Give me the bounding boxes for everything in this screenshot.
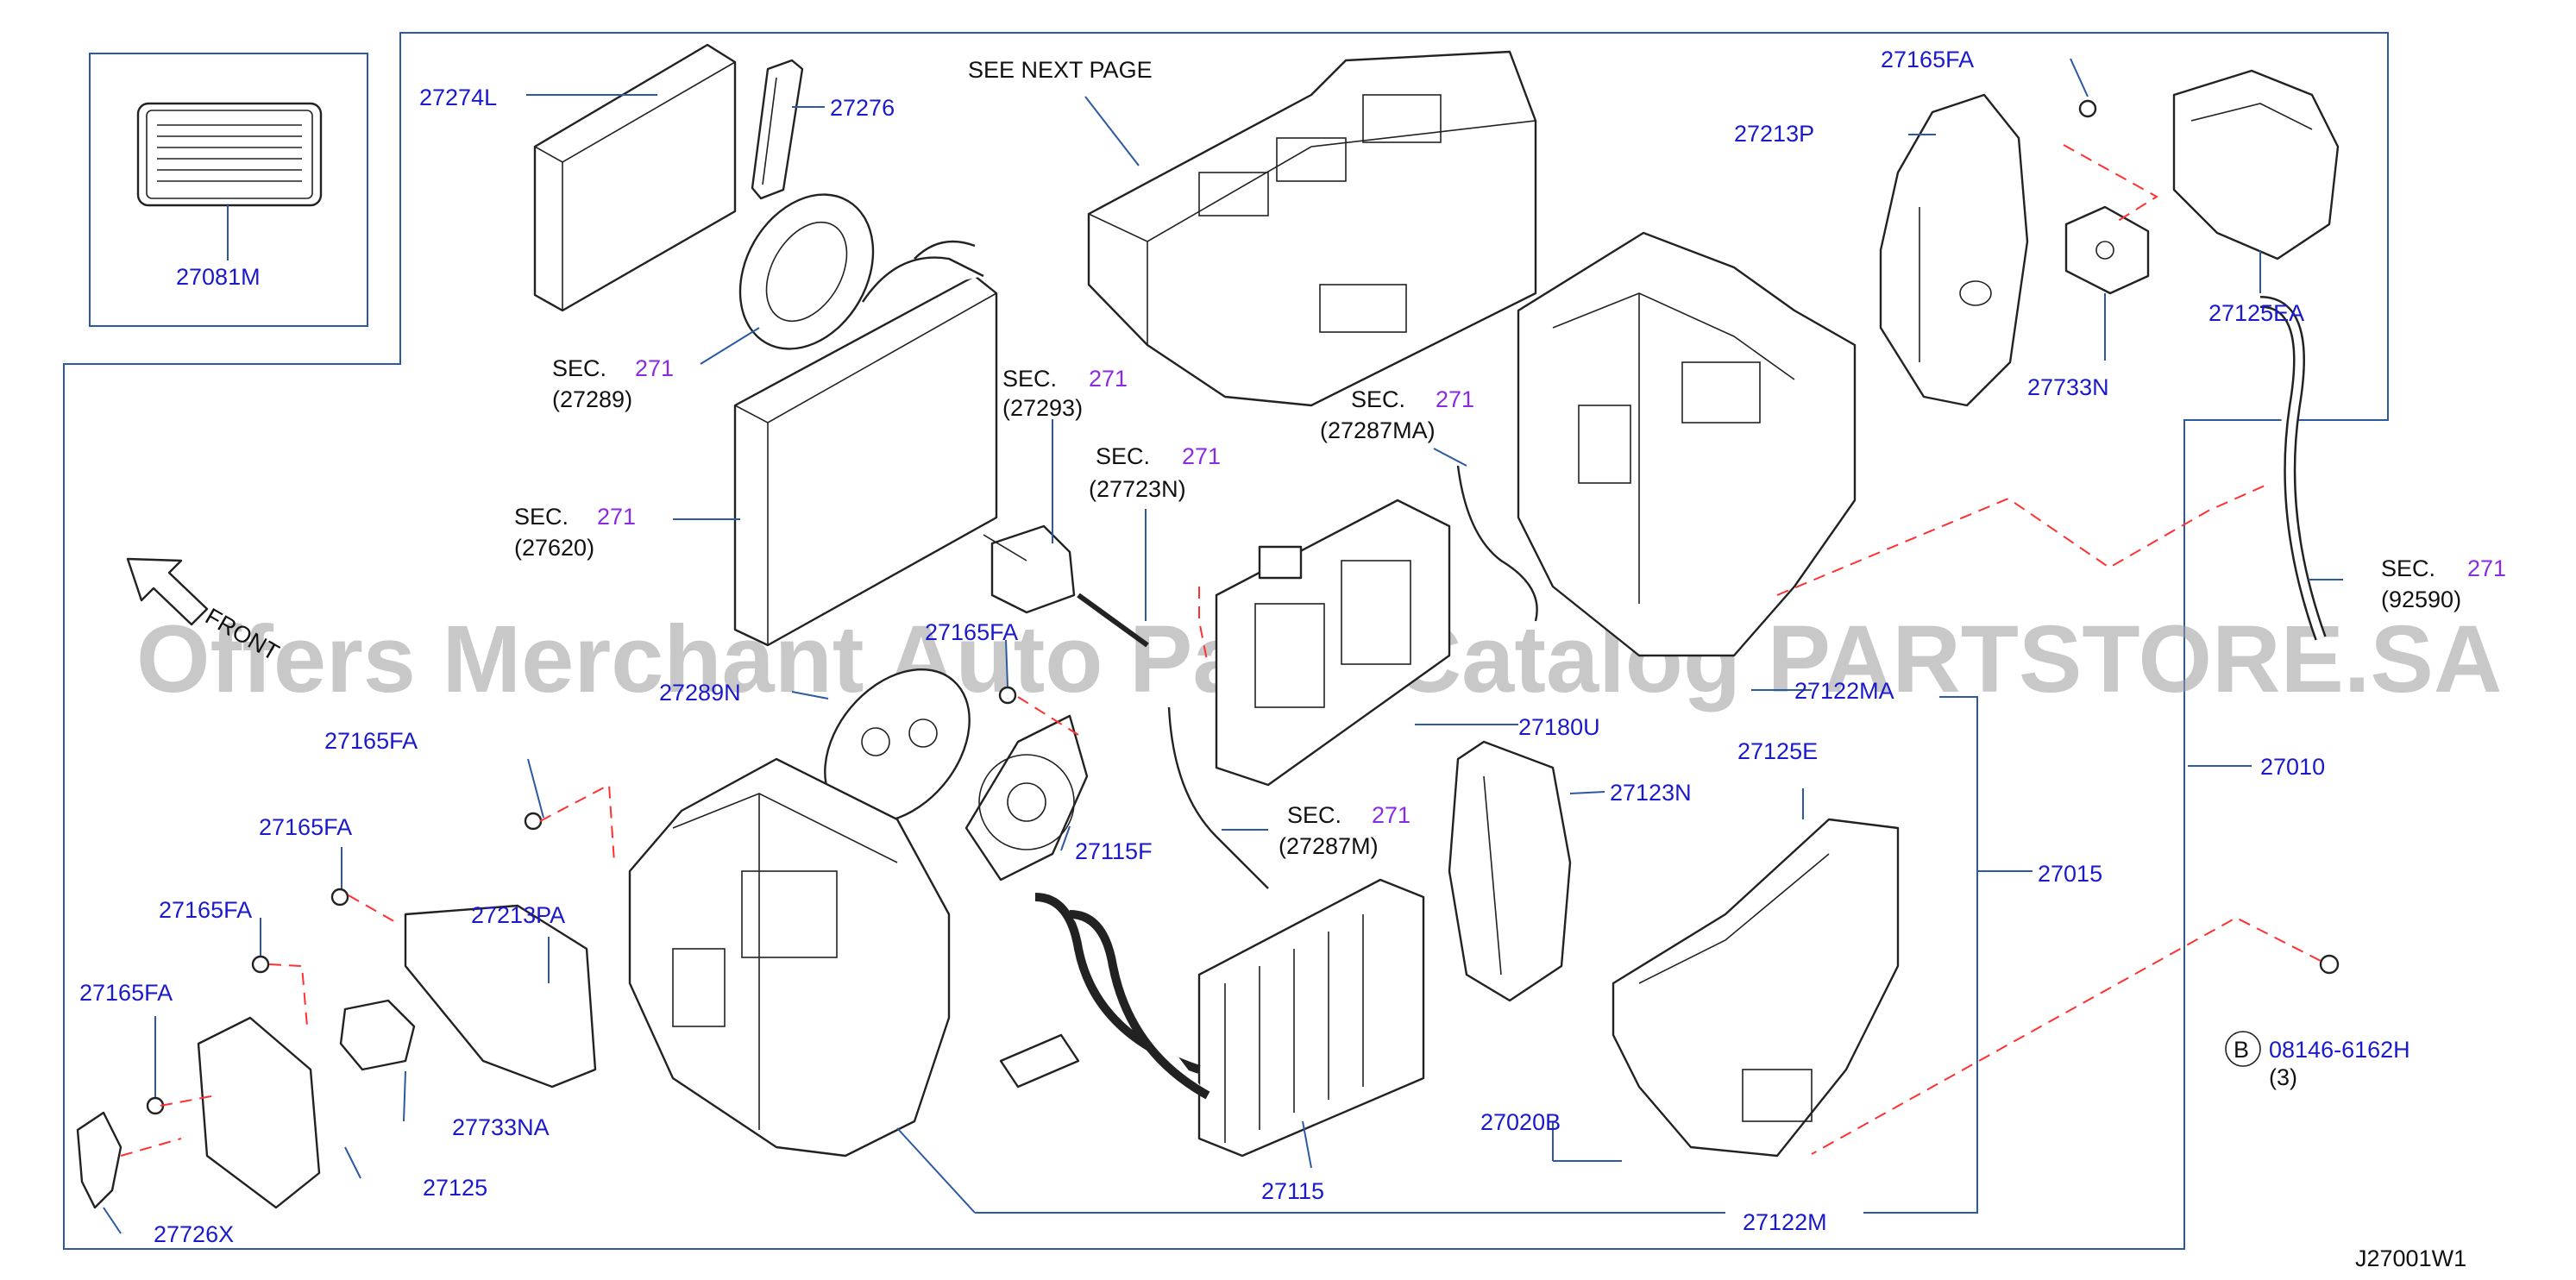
svg-text:SEC.: SEC.: [552, 355, 606, 381]
svg-text:271: 271: [2467, 555, 2506, 581]
svg-text:(27289): (27289): [552, 386, 632, 412]
sec-ref-27287M: SEC. 271 (27287M): [1279, 802, 1411, 859]
label-27081M: 27081M: [176, 264, 261, 290]
sub-frame-27015: [1863, 696, 1978, 1214]
label-27122MA: 27122MA: [1794, 678, 1894, 704]
heater-case-lower-icon: [628, 757, 951, 1158]
sec-ref-27293: SEC. 271 (27293): [1002, 366, 1128, 421]
bolt-marker: B: [2234, 1037, 2249, 1063]
svg-text:271: 271: [1372, 802, 1411, 828]
resistor-module-upper-icon: [2064, 205, 2150, 295]
svg-text:(27723N): (27723N): [1089, 476, 1186, 502]
svg-text:SEC.: SEC.: [2381, 555, 2435, 581]
svg-text:271: 271: [635, 355, 674, 381]
svg-text:(27620): (27620): [514, 535, 594, 561]
label-27274L: 27274L: [419, 85, 497, 110]
bolt-qty: (3): [2269, 1064, 2297, 1090]
label-27165FA-mid: 27165FA: [925, 619, 1018, 645]
label-27213P: 27213P: [1734, 121, 1814, 147]
svg-text:SEC.: SEC.: [1287, 802, 1341, 828]
label-27180U: 27180U: [1518, 714, 1600, 740]
front-arrow-icon: [126, 557, 209, 626]
heater-core-icon: [1034, 878, 1425, 1158]
svg-text:(27287M): (27287M): [1279, 833, 1379, 859]
label-27115: 27115: [1261, 1178, 1324, 1204]
assembly-dashed-lines: [120, 144, 2322, 1157]
label-27165FA-a: 27165FA: [324, 728, 418, 754]
heater-unit-upper-icon: [1087, 50, 1537, 407]
blower-housing-lower-icon: [404, 904, 597, 1089]
seal-ring-icon: [738, 193, 875, 350]
control-cable-lower-icon: [1167, 706, 1269, 889]
cabin-filter-icon: [136, 102, 323, 207]
label-27276: 27276: [830, 95, 895, 121]
label-27015: 27015: [2038, 861, 2102, 887]
label-27289N: 27289N: [659, 680, 741, 706]
inset-box: [89, 53, 368, 327]
label-27165FA-d: 27165FA: [79, 980, 173, 1006]
svg-text:(27293): (27293): [1002, 395, 1083, 421]
label-27125E: 27125E: [1737, 738, 1818, 764]
actuator-motor-icon: [197, 1016, 321, 1209]
label-27733N: 27733N: [2027, 374, 2109, 400]
air-duct-icon: [1448, 740, 1572, 1002]
aspirator-icon: [76, 1111, 123, 1209]
actuator-housing-lower-icon: [1612, 818, 1900, 1158]
bolt-marker-circle: [2225, 1031, 2261, 1067]
svg-text:SEC.: SEC.: [514, 504, 569, 530]
evaporator-core-icon: [733, 240, 998, 647]
svg-text:271: 271: [1089, 366, 1128, 392]
label-27115F: 27115F: [1075, 838, 1153, 864]
label-27123N: 27123N: [1610, 780, 1692, 806]
label-27125EA: 27125EA: [2208, 300, 2304, 326]
blower-housing-icon: [1879, 93, 2029, 407]
sec-ref-27287MA: SEC. 271 (27287MA): [1320, 386, 1474, 443]
actuator-housing-upper-icon: [2172, 69, 2340, 260]
svg-text:SEC.: SEC.: [1351, 386, 1405, 412]
svg-text:(27287MA): (27287MA): [1320, 417, 1436, 443]
label-27165FA-top: 27165FA: [1881, 47, 1974, 72]
temperature-probe-icon: [1077, 593, 1149, 648]
sec-ref-92590: SEC. 271 (92590): [2381, 555, 2506, 612]
filter-cover-strip-icon: [751, 59, 804, 200]
sec-ref-27723N: SEC. 271 (27723N): [1089, 443, 1221, 502]
pipe-clip-icon: [999, 1033, 1080, 1089]
diagram-code: J27001W1: [2355, 1245, 2466, 1271]
air-filter-panel-icon: [533, 43, 737, 312]
leader-lines: [103, 58, 2343, 1234]
screw-icons: [146, 99, 2340, 1115]
svg-text:SEC.: SEC.: [1002, 366, 1057, 392]
label-27726X: 27726X: [154, 1221, 234, 1247]
label-27010: 27010: [2260, 754, 2325, 780]
bolt-reference: B 08146-6162H (3): [2225, 1031, 2410, 1090]
svg-text:271: 271: [1182, 443, 1221, 469]
see-next-page: SEE NEXT PAGE: [968, 57, 1153, 83]
svg-text:271: 271: [1436, 386, 1474, 412]
svg-text:(92590): (92590): [2381, 587, 2461, 612]
label-27122M: 27122M: [1743, 1209, 1827, 1235]
label-27213PA: 27213PA: [471, 902, 565, 928]
sec-ref-27289: SEC. 271 (27289): [552, 355, 674, 412]
svg-text:SEC.: SEC.: [1096, 443, 1150, 469]
heater-case-upper-right-icon: [1517, 231, 1857, 657]
bolt-code: 08146-6162H: [2269, 1037, 2410, 1063]
label-27020B: 27020B: [1480, 1109, 1561, 1135]
label-27733NA: 27733NA: [452, 1114, 550, 1140]
control-cable-upper-icon: [1456, 465, 1538, 622]
drain-hose-inner: [2259, 298, 2325, 640]
blower-fan-icon: [964, 714, 1089, 882]
label-27165FA-b: 27165FA: [259, 814, 352, 840]
svg-text:271: 271: [597, 504, 636, 530]
sec-ref-27620: SEC. 271 (27620): [514, 504, 636, 561]
resistor-module-lower-icon: [339, 999, 416, 1071]
label-27125: 27125: [423, 1175, 487, 1201]
label-27165FA-c: 27165FA: [159, 897, 252, 923]
sensor-connector-icon: [983, 524, 1076, 614]
blend-door-frame-icon: [1215, 499, 1451, 787]
main-frame: [63, 32, 2389, 1250]
